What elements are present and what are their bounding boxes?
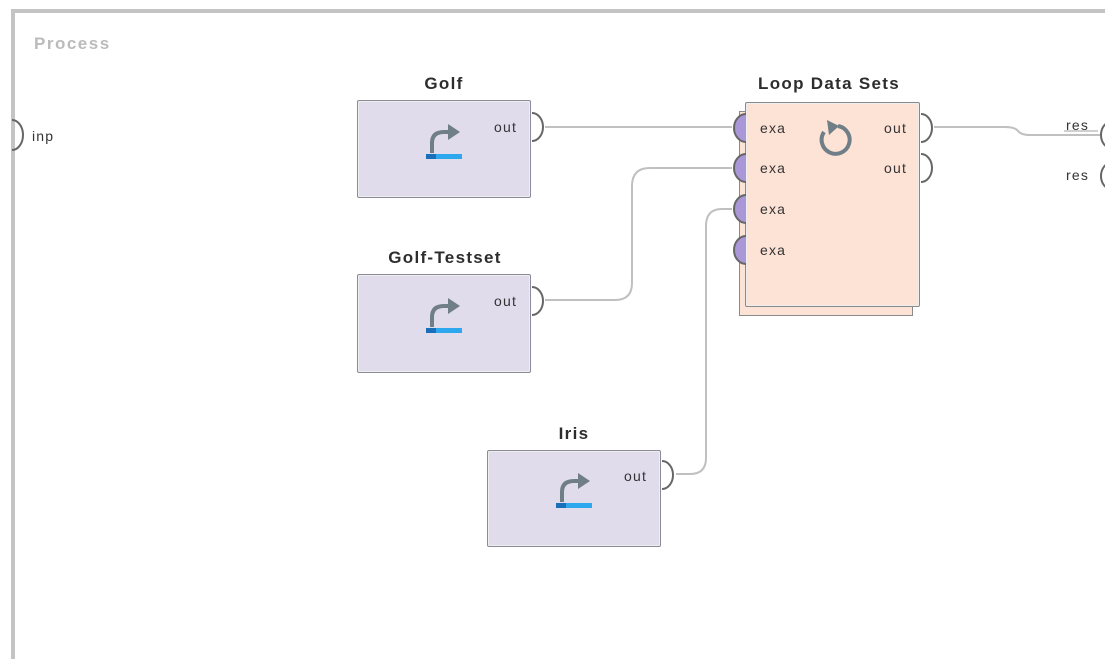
connection-golf-testset-to-loop (545, 167, 732, 301)
operator-loop-data-sets[interactable] (745, 102, 920, 307)
connection-loop-to-result (934, 126, 1100, 136)
loop-input-port-label-3: exa (760, 201, 787, 217)
retrieve-arrow-icon (426, 298, 462, 333)
result-port-2 (1100, 164, 1105, 188)
retrieve-arrow-icon (556, 473, 592, 508)
process-input-port-label: inp (32, 128, 55, 144)
loop-input-port-label-2: exa (760, 160, 787, 176)
loop-input-port-3 (733, 194, 747, 224)
process-title: Process (34, 34, 111, 53)
operator-title-iris: Iris (558, 424, 590, 443)
loop-refresh-icon (819, 120, 852, 156)
golf-testset-output-port[interactable] (0, 0, 1105, 641)
golf-output-port[interactable] (0, 0, 1105, 641)
loop-input-port-label-4: exa (760, 242, 787, 258)
loop-output-port-2 (920, 153, 933, 183)
retrieve-arrow-icon (426, 124, 462, 159)
operator-iris[interactable] (487, 450, 661, 547)
result-port-label-2: res (1066, 167, 1090, 183)
operator-title-golf-testset: Golf-Testset (388, 248, 502, 267)
loop-input-port-2 (733, 153, 747, 183)
process-input-port (11, 119, 24, 151)
iris-output-port-label: out (624, 468, 648, 484)
loop-input-port-label-1: exa (760, 120, 787, 136)
operator-title-loop-data-sets: Loop Data Sets (758, 74, 900, 93)
connection-iris-to-loop (676, 208, 732, 475)
golf-output-port-label: out (494, 119, 518, 135)
loop-input-port-1 (733, 113, 747, 143)
result-port-label-1: res (1066, 117, 1090, 133)
loop-input-port-4 (733, 235, 747, 265)
loop-input-ports[interactable] (0, 0, 1105, 641)
operator-golf[interactable] (357, 100, 531, 198)
loop-output-port-label-2: out (884, 160, 908, 176)
iris-output-port[interactable] (0, 0, 1105, 641)
result-port-1 (1100, 123, 1105, 147)
connections-layer (11, 119, 1105, 475)
loop-output-port-label-1: out (884, 120, 908, 136)
operator-golf-testset[interactable] (357, 274, 531, 373)
loop-output-port-1 (920, 113, 933, 143)
operator-title-golf: Golf (424, 74, 464, 93)
process-canvas[interactable] (11, 9, 1105, 659)
golf-testset-output-port-label: out (494, 293, 518, 309)
